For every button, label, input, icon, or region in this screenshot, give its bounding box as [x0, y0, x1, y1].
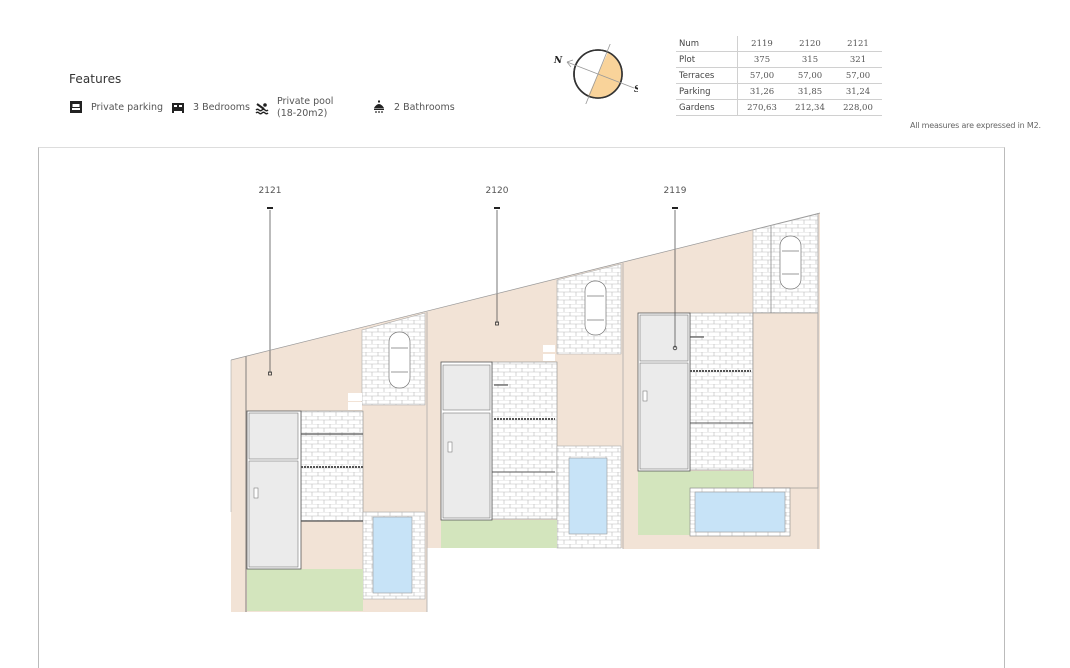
table-row: Gardens 270,63 212,34 228,00: [676, 99, 882, 116]
table-row: Parking 31,26 31,85 31,24: [676, 83, 882, 100]
unit-label-2120: 2120: [485, 186, 509, 196]
car-icon: [584, 280, 607, 336]
cell: 270,63: [737, 99, 786, 116]
cell: 375: [737, 51, 786, 68]
unit-label-2119: 2119: [663, 186, 687, 196]
table-header-row: Num 2119 2120 2121: [676, 36, 882, 52]
unit-2120: [426, 207, 622, 612]
feature-label: Private pool: [277, 96, 334, 107]
features-title: Features: [69, 72, 122, 86]
cell: 315: [786, 51, 834, 68]
car-icon: [388, 331, 411, 389]
unit-2119: [622, 207, 819, 549]
feature-label: 3 Bedrooms: [193, 101, 250, 113]
parking-icon: [70, 101, 82, 113]
pool: [694, 491, 786, 533]
pool: [372, 516, 413, 594]
measures-table: Num 2119 2120 2121 Plot 375 315 321 Terr…: [676, 36, 882, 116]
header-cell: 2121: [834, 36, 882, 52]
header-cell: 2120: [786, 36, 834, 52]
feature-parking: Private parking: [69, 100, 163, 114]
feature-bedrooms: 3 Bedrooms: [171, 100, 250, 114]
table-row: Terraces 57,00 57,00 57,00: [676, 67, 882, 84]
row-label: Parking: [676, 83, 738, 100]
cell: 31,24: [834, 83, 882, 100]
measures-note: All measures are expressed in M2.: [910, 121, 1041, 130]
table-row: Plot 375 315 321: [676, 51, 882, 68]
compass: N S: [553, 44, 638, 104]
row-label: Plot: [676, 51, 738, 68]
cell: 31,85: [786, 83, 834, 100]
unit-label-2121: 2121: [258, 186, 282, 196]
feature-label: 2 Bathrooms: [394, 101, 455, 113]
car-icon: [779, 235, 802, 290]
feature-label: Private parking: [91, 101, 164, 113]
south-label: S: [634, 85, 638, 95]
cell: 228,00: [834, 99, 882, 116]
shower-icon: [374, 100, 384, 113]
garden: [247, 569, 363, 611]
header-cell: 2119: [737, 36, 786, 52]
header-cell: Num: [676, 36, 738, 52]
unit-2121: [230, 207, 426, 612]
site-plan-frame: [38, 147, 1005, 668]
feature-bathrooms: 2 Bathrooms: [372, 100, 455, 114]
cell: 31,26: [737, 83, 786, 100]
bed-icon: [172, 103, 184, 113]
feature-sublabel: (18-20m2): [277, 108, 328, 119]
cell: 57,00: [737, 67, 786, 84]
cell: 57,00: [834, 67, 882, 84]
garden: [441, 520, 557, 548]
pool: [568, 457, 608, 535]
cell: 212,34: [786, 99, 834, 116]
row-label: Gardens: [676, 99, 738, 116]
north-label: N: [553, 56, 563, 66]
feature-pool: Private pool(18-20m2): [255, 96, 333, 120]
row-label: Terraces: [676, 67, 738, 84]
site-plan: [230, 207, 821, 612]
cell: 57,00: [786, 67, 834, 84]
pool-icon: [255, 103, 269, 115]
cell: 321: [834, 51, 882, 68]
